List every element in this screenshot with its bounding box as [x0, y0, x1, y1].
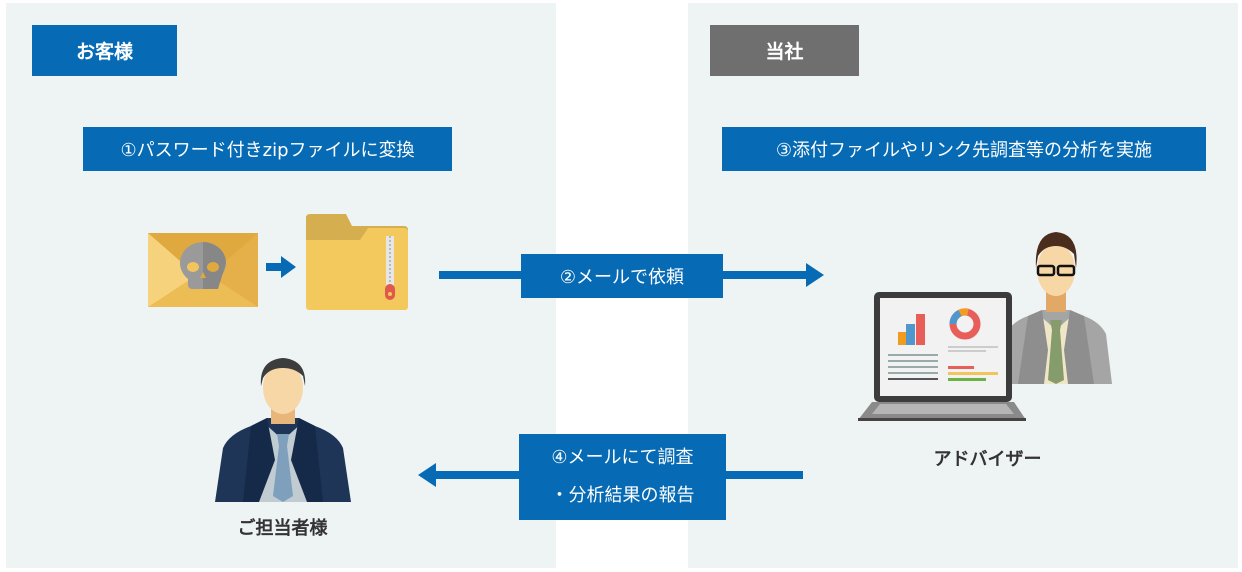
step2-arrow-head: [806, 263, 824, 287]
customer-header: お客様: [32, 25, 177, 76]
businessman-icon: [215, 358, 351, 502]
step1-label: ①パスワード付きzipファイルに変換: [120, 140, 415, 161]
step4-box: ④メールにて調査 ・分析結果の報告: [519, 434, 726, 520]
zip-folder-icon: [306, 214, 408, 310]
skull-envelope-icon: [148, 233, 258, 307]
advisor-with-laptop-icon: [858, 232, 1112, 421]
customer-person-label: ご担当者様: [237, 518, 328, 539]
step3-label: ③添付ファイルやリンク先調査等の分析を実施: [775, 140, 1153, 161]
customer-header-label: お客様: [75, 41, 133, 63]
company-header-label: 当社: [765, 41, 804, 63]
step4-label-line1: ④メールにて調査: [551, 447, 694, 468]
step1-box: ①パスワード付きzipファイルに変換: [83, 127, 452, 171]
step3-box: ③添付ファイルやリンク先調査等の分析を実施: [722, 127, 1206, 171]
company-header: 当社: [710, 25, 859, 76]
convert-arrow-icon: [266, 256, 296, 278]
step4-arrow-head: [418, 463, 436, 487]
advisor-label: アドバイザー: [933, 449, 1042, 470]
step2-box: ②メールで依頼: [521, 254, 723, 298]
step4-label-line2: ・分析結果の報告: [550, 485, 695, 506]
step2-label: ②メールで依頼: [559, 267, 685, 288]
